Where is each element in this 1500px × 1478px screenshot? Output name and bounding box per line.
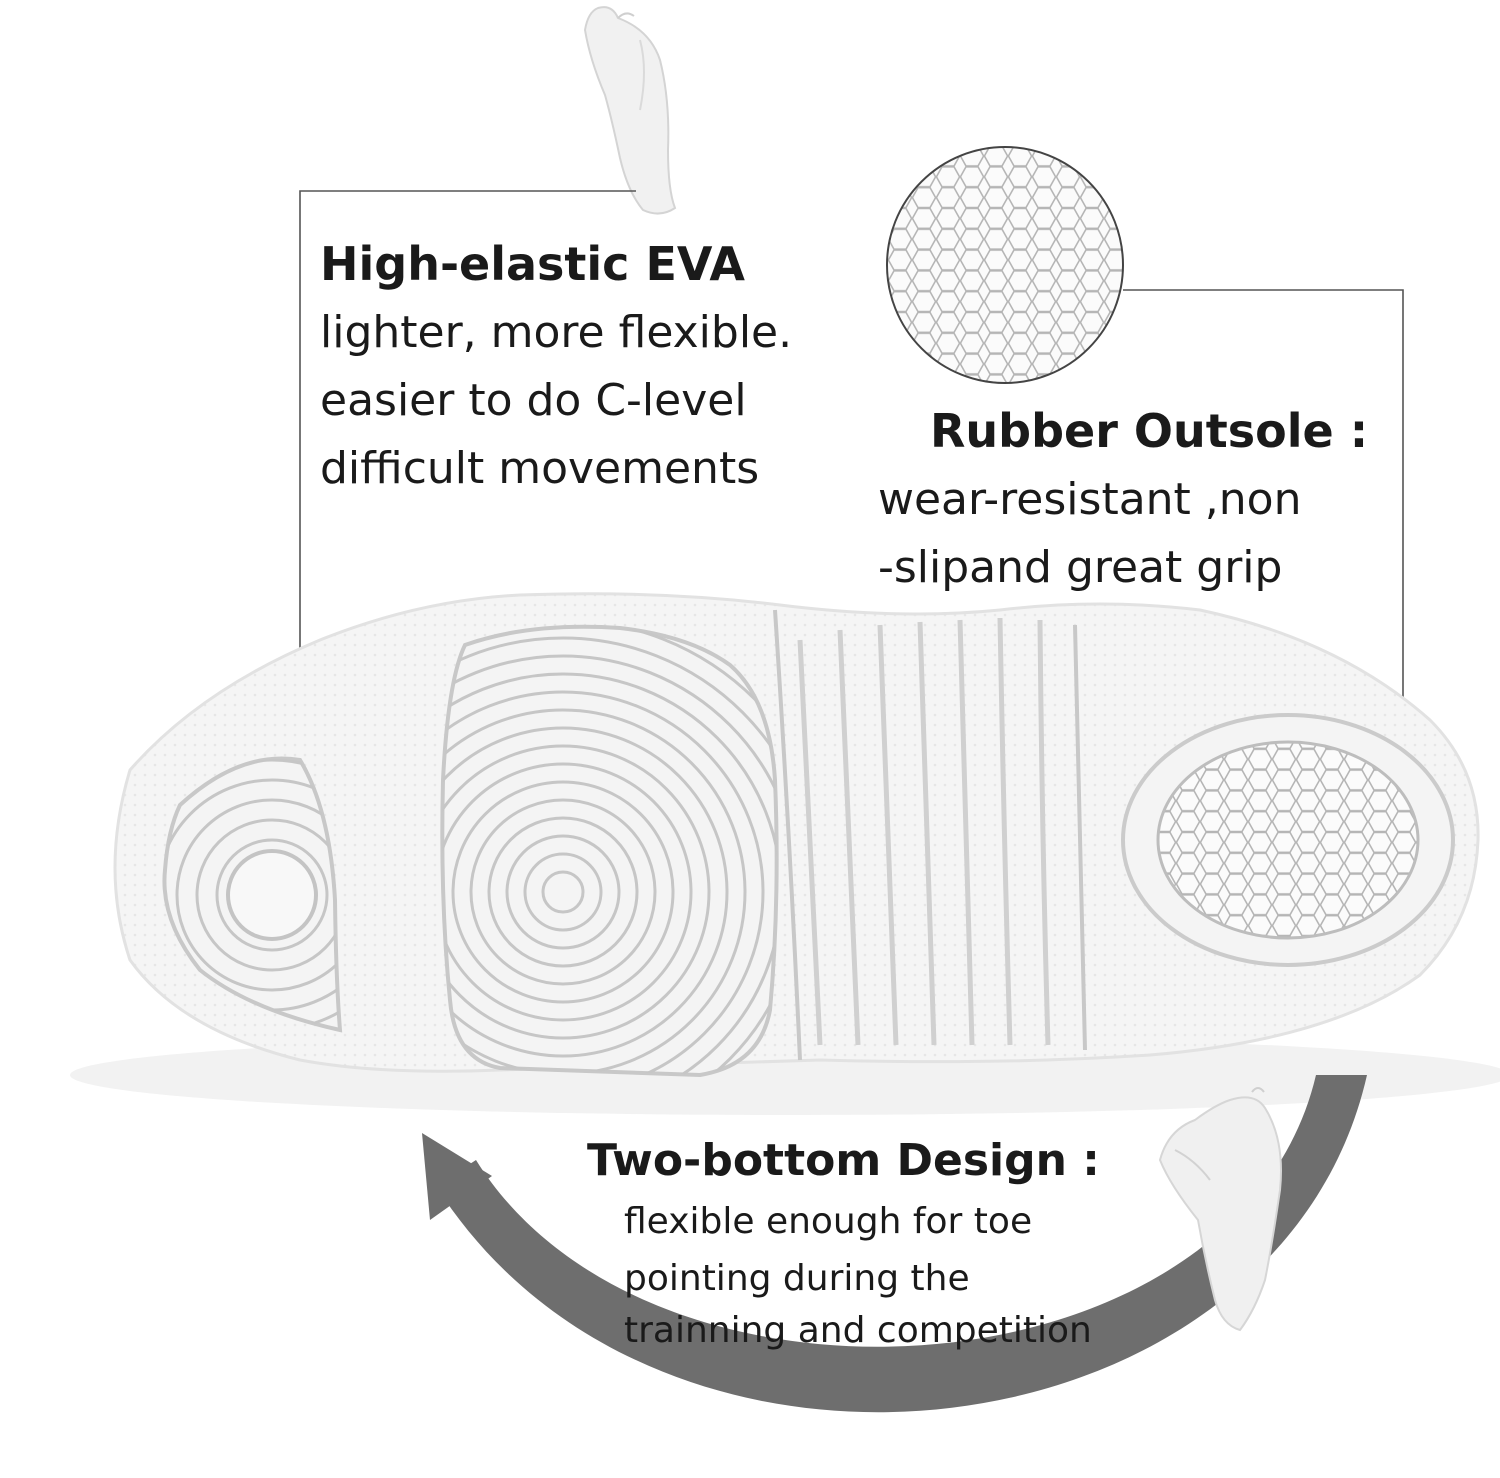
shoe-sole	[70, 592, 1500, 1115]
bent-shoe-icon	[583, 6, 677, 215]
two-bottom-line-2: pointing during the	[624, 1258, 970, 1299]
outsole-heading: Rubber Outsole :	[930, 404, 1369, 458]
hexagon-texture-icon	[886, 146, 1124, 384]
bent-shoe-icon	[1158, 1087, 1282, 1332]
eva-heading: High-elastic EVA	[320, 237, 745, 291]
curved-arrow-icon	[422, 1075, 1367, 1413]
eva-line-1: lighter, more flexible.	[320, 307, 793, 358]
eva-line-2: easier to do C-level	[320, 375, 747, 426]
two-bottom-line-3: trainning and competition	[624, 1310, 1092, 1351]
two-bottom-line-1: flexible enough for toe	[624, 1201, 1033, 1242]
eva-line-3: difficult movements	[320, 443, 760, 494]
outsole-line-2: -slipand great grip	[878, 542, 1283, 593]
two-bottom-heading: Two-bottom Design :	[587, 1135, 1100, 1186]
outsole-line-1: wear-resistant ,non	[878, 474, 1302, 525]
